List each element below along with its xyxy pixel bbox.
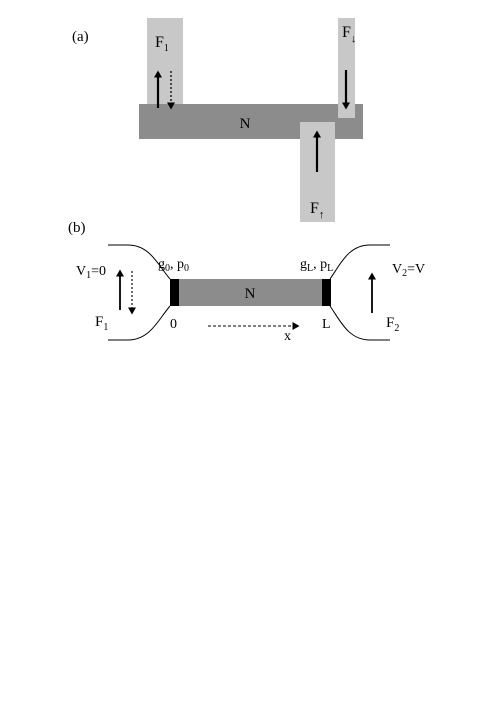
ferromagnet-fdown-lower bbox=[338, 104, 355, 118]
normal-metal-label-b: N bbox=[245, 286, 256, 302]
panel-a-label: (a) bbox=[72, 29, 89, 45]
normal-metal-label-a: N bbox=[240, 116, 251, 132]
left-contact-params: g0, p0 bbox=[158, 257, 189, 274]
right-contact-params: gL, pL bbox=[300, 257, 333, 274]
ferromagnet-fup-label: F↑ bbox=[310, 200, 324, 221]
right-reservoir-outline-top bbox=[329, 244, 390, 280]
left-ferromagnet-label: F1 bbox=[95, 314, 108, 333]
right-reservoir-outline-bottom bbox=[329, 305, 390, 341]
ferromagnet-fdown-label: F↓ bbox=[342, 24, 356, 45]
ferromagnet-f1-label: F1 bbox=[155, 34, 169, 54]
axis-variable-label: x bbox=[284, 329, 291, 344]
right-ferromagnet-label: F2 bbox=[386, 315, 399, 334]
axis-end-label: L bbox=[322, 317, 331, 332]
right-contact bbox=[322, 279, 331, 306]
axis-start-label: 0 bbox=[170, 317, 177, 332]
left-voltage-label: V1=0 bbox=[76, 264, 106, 281]
left-contact bbox=[170, 279, 179, 306]
left-reservoir-outline-bottom bbox=[108, 305, 171, 341]
normal-metal-wire bbox=[170, 279, 330, 306]
left-reservoir-outline-top bbox=[108, 244, 171, 280]
right-voltage-label: V2=V bbox=[392, 262, 425, 279]
panel-b-label: (b) bbox=[68, 220, 86, 236]
ferromagnet-fdown bbox=[338, 18, 355, 118]
